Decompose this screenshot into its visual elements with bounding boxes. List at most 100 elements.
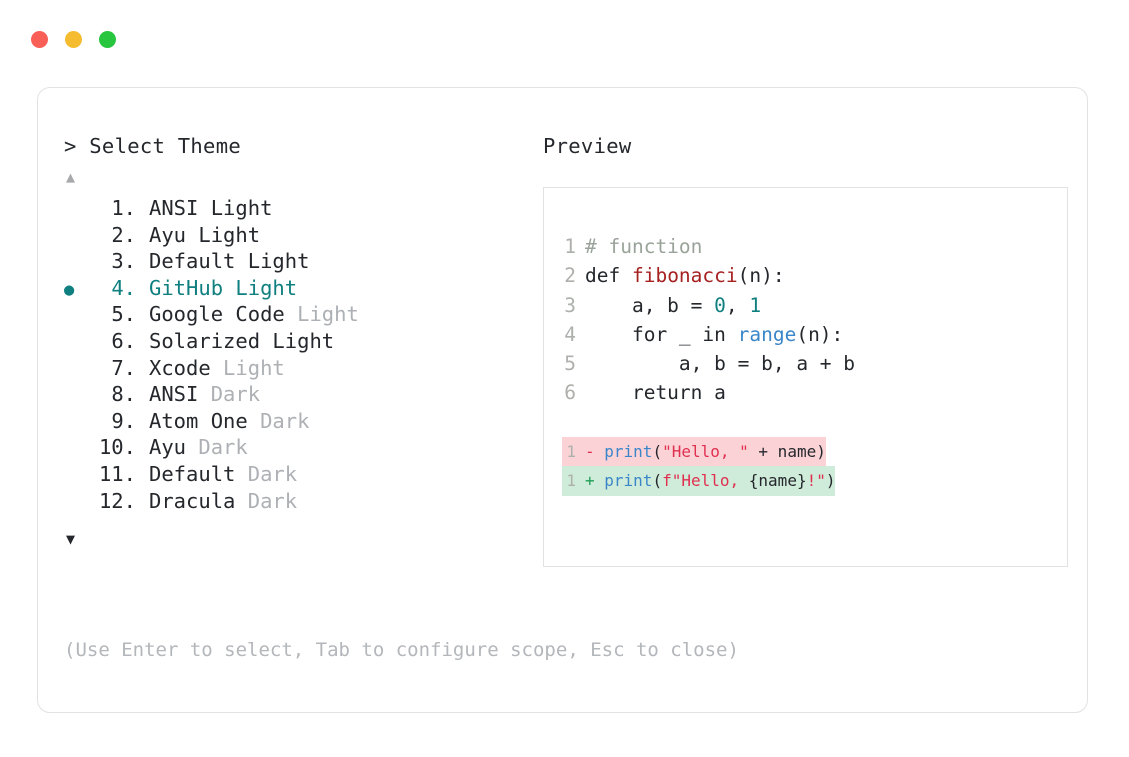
theme-item-name: Ayu xyxy=(149,435,187,460)
theme-list: 1. ANSI Light 2. Ayu Light 3. Default Light ● 4… xyxy=(64,195,534,514)
theme-list-item[interactable]: 6. Solarized Light xyxy=(64,328,534,355)
theme-list-item[interactable]: 3. Default Light xyxy=(64,248,534,275)
theme-picker-card: > Select Theme ▲ 1. ANSI Light 2. Ayu Light… xyxy=(37,87,1088,713)
theme-item-number: 3. xyxy=(111,249,136,274)
theme-item-name: Google Code xyxy=(149,302,285,327)
theme-list-item[interactable]: ● 4. GitHub Light xyxy=(64,275,534,302)
diff-sample: 1- print("Hello, " + name)1+ print(f"Hel… xyxy=(562,437,1067,496)
theme-item-variant: Dark xyxy=(198,382,261,407)
diff-removed-line: 1- print("Hello, " + name) xyxy=(562,437,826,467)
theme-item-number: 9. xyxy=(111,408,136,433)
code-token-plain: , xyxy=(725,293,750,317)
code-line-number: 5 xyxy=(564,352,576,376)
theme-item-number: 7. xyxy=(111,355,136,380)
theme-item-number: 2. xyxy=(111,222,136,247)
theme-item-number: 8. xyxy=(111,382,136,407)
scroll-down-arrow-icon[interactable]: ▼ xyxy=(66,530,76,549)
theme-item-name: Default Light xyxy=(149,249,310,274)
theme-list-item[interactable]: 12. Dracula Dark xyxy=(64,488,534,515)
diff-row: 1- print("Hello, " + name) xyxy=(562,437,1067,467)
window-traffic-lights xyxy=(31,31,116,48)
selected-bullet-icon: ● xyxy=(64,279,75,300)
maximize-dot[interactable] xyxy=(99,31,116,48)
theme-item-variant: Dark xyxy=(247,408,310,433)
preview-heading: Preview xyxy=(543,134,632,158)
theme-item-number: 4. xyxy=(111,275,136,300)
minimize-dot[interactable] xyxy=(65,31,82,48)
theme-item-name: ANSI Light xyxy=(149,196,273,220)
theme-list-item[interactable]: 9. Atom One Dark xyxy=(64,408,534,435)
code-token-str: "Hello, " xyxy=(662,442,749,462)
select-theme-heading: > Select Theme xyxy=(64,134,241,158)
code-token-plain: (n): xyxy=(737,264,785,288)
code-line-number: 4 xyxy=(564,322,576,346)
code-token-plain: def xyxy=(585,264,632,288)
code-token-plain: + name) xyxy=(748,442,826,462)
theme-item-number: 10. xyxy=(98,435,136,460)
code-token-plain: ) xyxy=(825,471,836,491)
theme-list-item[interactable]: 11. Default Dark xyxy=(64,461,534,488)
code-line: 1 # function xyxy=(562,232,1067,261)
code-token-builtin: print xyxy=(604,471,653,491)
code-token-plain: a, b = b, a + b xyxy=(585,352,856,376)
diff-plus-marker: + xyxy=(585,471,605,491)
theme-item-number: 1. xyxy=(111,196,136,220)
theme-list-item[interactable]: 10. Ayu Dark xyxy=(64,434,534,461)
theme-item-name: GitHub Light xyxy=(149,275,298,300)
code-token-plain: for _ in xyxy=(585,322,738,346)
code-line-number: 2 xyxy=(564,264,576,288)
code-token-str: f"Hello, xyxy=(662,471,749,491)
theme-item-variant: Dark xyxy=(235,488,298,513)
theme-item-name: Atom One xyxy=(149,408,248,433)
theme-item-variant: Light xyxy=(210,355,285,380)
theme-item-name: Dracula xyxy=(149,488,236,513)
theme-item-name: Default xyxy=(149,461,236,486)
theme-item-number: 6. xyxy=(111,328,136,353)
code-line: 4 for _ in range(n): xyxy=(562,320,1067,349)
code-token-func: fibonacci xyxy=(631,264,738,288)
theme-item-variant: Dark xyxy=(235,461,298,486)
diff-added-line: 1+ print(f"Hello, {name}!") xyxy=(562,466,836,496)
theme-item-number: 11. xyxy=(98,461,136,486)
theme-item-name: Ayu Light xyxy=(149,222,261,247)
code-token-plain: a, b = xyxy=(585,293,715,317)
picker-columns: > Select Theme ▲ 1. ANSI Light 2. Ayu Light… xyxy=(38,88,1087,712)
code-token-num: 1 xyxy=(749,293,762,317)
code-token-num: 0 xyxy=(714,293,726,317)
code-token-plain: ( xyxy=(652,442,663,462)
theme-item-variant: Light xyxy=(284,302,359,327)
code-line-number: 3 xyxy=(564,293,576,317)
theme-list-column: > Select Theme ▲ 1. ANSI Light 2. Ayu Light… xyxy=(64,133,534,548)
close-dot[interactable] xyxy=(31,31,48,48)
code-token-plain: ( xyxy=(652,471,663,491)
code-token-builtin: print xyxy=(604,442,653,462)
keyboard-hint: (Use Enter to select, Tab to configure s… xyxy=(64,639,739,661)
diff-line-number: 1 xyxy=(566,471,576,491)
code-token-comment: # function xyxy=(585,235,703,258)
theme-list-item[interactable]: 1. ANSI Light xyxy=(64,195,534,222)
theme-list-item[interactable]: 2. Ayu Light xyxy=(64,222,534,249)
theme-item-name: ANSI xyxy=(149,382,199,407)
diff-row: 1+ print(f"Hello, {name}!") xyxy=(562,466,1067,496)
code-token-builtin: range xyxy=(737,322,797,346)
theme-item-variant: Dark xyxy=(186,435,248,460)
theme-item-name: Solarized Light xyxy=(149,328,335,353)
theme-item-number: 12. xyxy=(98,488,136,513)
code-line-number: 1 xyxy=(564,235,576,258)
code-line-number: 6 xyxy=(564,381,576,405)
theme-list-item[interactable]: 7. Xcode Light xyxy=(64,355,534,382)
code-token-plain: return a xyxy=(585,381,726,405)
code-token-plain: {name} xyxy=(748,471,807,491)
theme-item-name: Xcode xyxy=(149,355,211,380)
code-line: 3 a, b = 0, 1 xyxy=(562,291,1067,320)
code-token-plain: (n): xyxy=(796,322,844,346)
code-line: 6 return a xyxy=(562,378,1067,407)
diff-minus-marker: - xyxy=(585,442,605,462)
diff-line-number: 1 xyxy=(566,442,576,462)
theme-list-item[interactable]: 5.Google Code Light xyxy=(64,301,534,328)
scroll-up-arrow-icon[interactable]: ▲ xyxy=(66,168,76,186)
theme-list-item[interactable]: 8. ANSI Dark xyxy=(64,381,534,408)
